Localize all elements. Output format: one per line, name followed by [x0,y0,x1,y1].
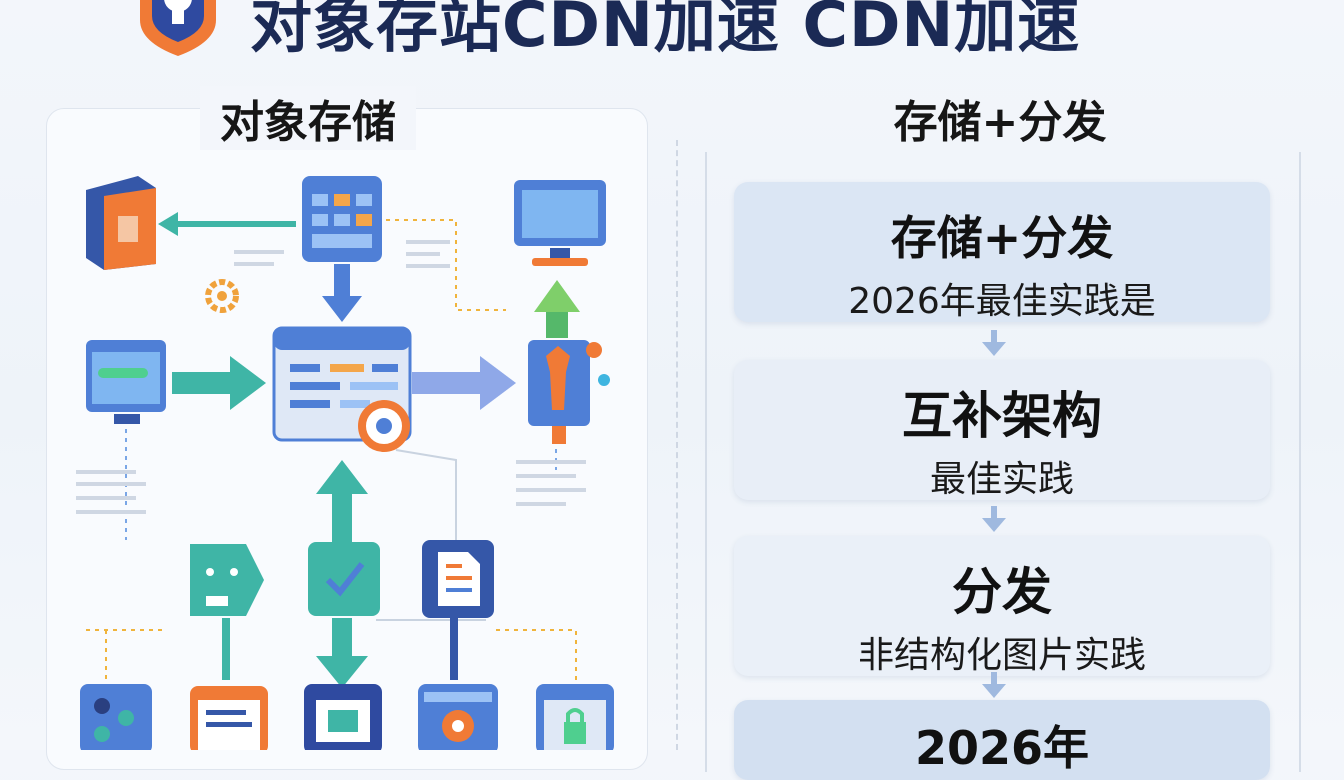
down-arrow-icon [982,330,1006,356]
chart-ring-icon [358,400,410,452]
check-card-icon [308,542,380,616]
step-title: 存储+分发 [890,211,1114,265]
gear-icon [205,279,239,313]
book-icon [86,176,156,270]
step-subtitle: 2026年最佳实践是 [848,281,1156,322]
grid-card-icon [80,684,152,750]
down-arrow-icon [982,672,1006,698]
browser-window-icon [302,176,382,262]
tag-icon [190,544,264,616]
step-title: 分发 [952,563,1052,621]
upload-card-icon [418,684,498,750]
page-title: 对象存站CDN加速 CDN加速 [250,0,1081,61]
step-card: 2026年 [734,700,1270,780]
down-arrow-icon [982,506,1006,532]
server-rack-icon [528,340,610,444]
shield-logo-icon [140,0,216,56]
step-title: 互补架构 [902,387,1102,445]
monitor-icon [86,340,166,424]
panel-divider [676,140,678,750]
storage-distribution-heading: 存储+分发 [893,97,1107,148]
step-subtitle: 最佳实践 [929,459,1074,500]
storage-distribution-panel [705,152,1301,772]
document-icon [422,540,494,618]
list-card-icon [190,686,268,750]
step-card: 分发 非结构化图片实践 [734,536,1270,676]
photo-card-icon [304,684,382,750]
step-title: 2026年 [914,721,1090,775]
lock-card-icon [536,684,614,750]
object-storage-diagram [76,176,614,750]
step-card: 互补架构 最佳实践 [734,360,1270,500]
object-storage-heading: 对象存储 [200,86,416,150]
step-subtitle: 非结构化图片实践 [857,635,1146,676]
monitor-icon [514,180,606,266]
step-card: 存储+分发 2026年最佳实践是 [734,182,1270,322]
